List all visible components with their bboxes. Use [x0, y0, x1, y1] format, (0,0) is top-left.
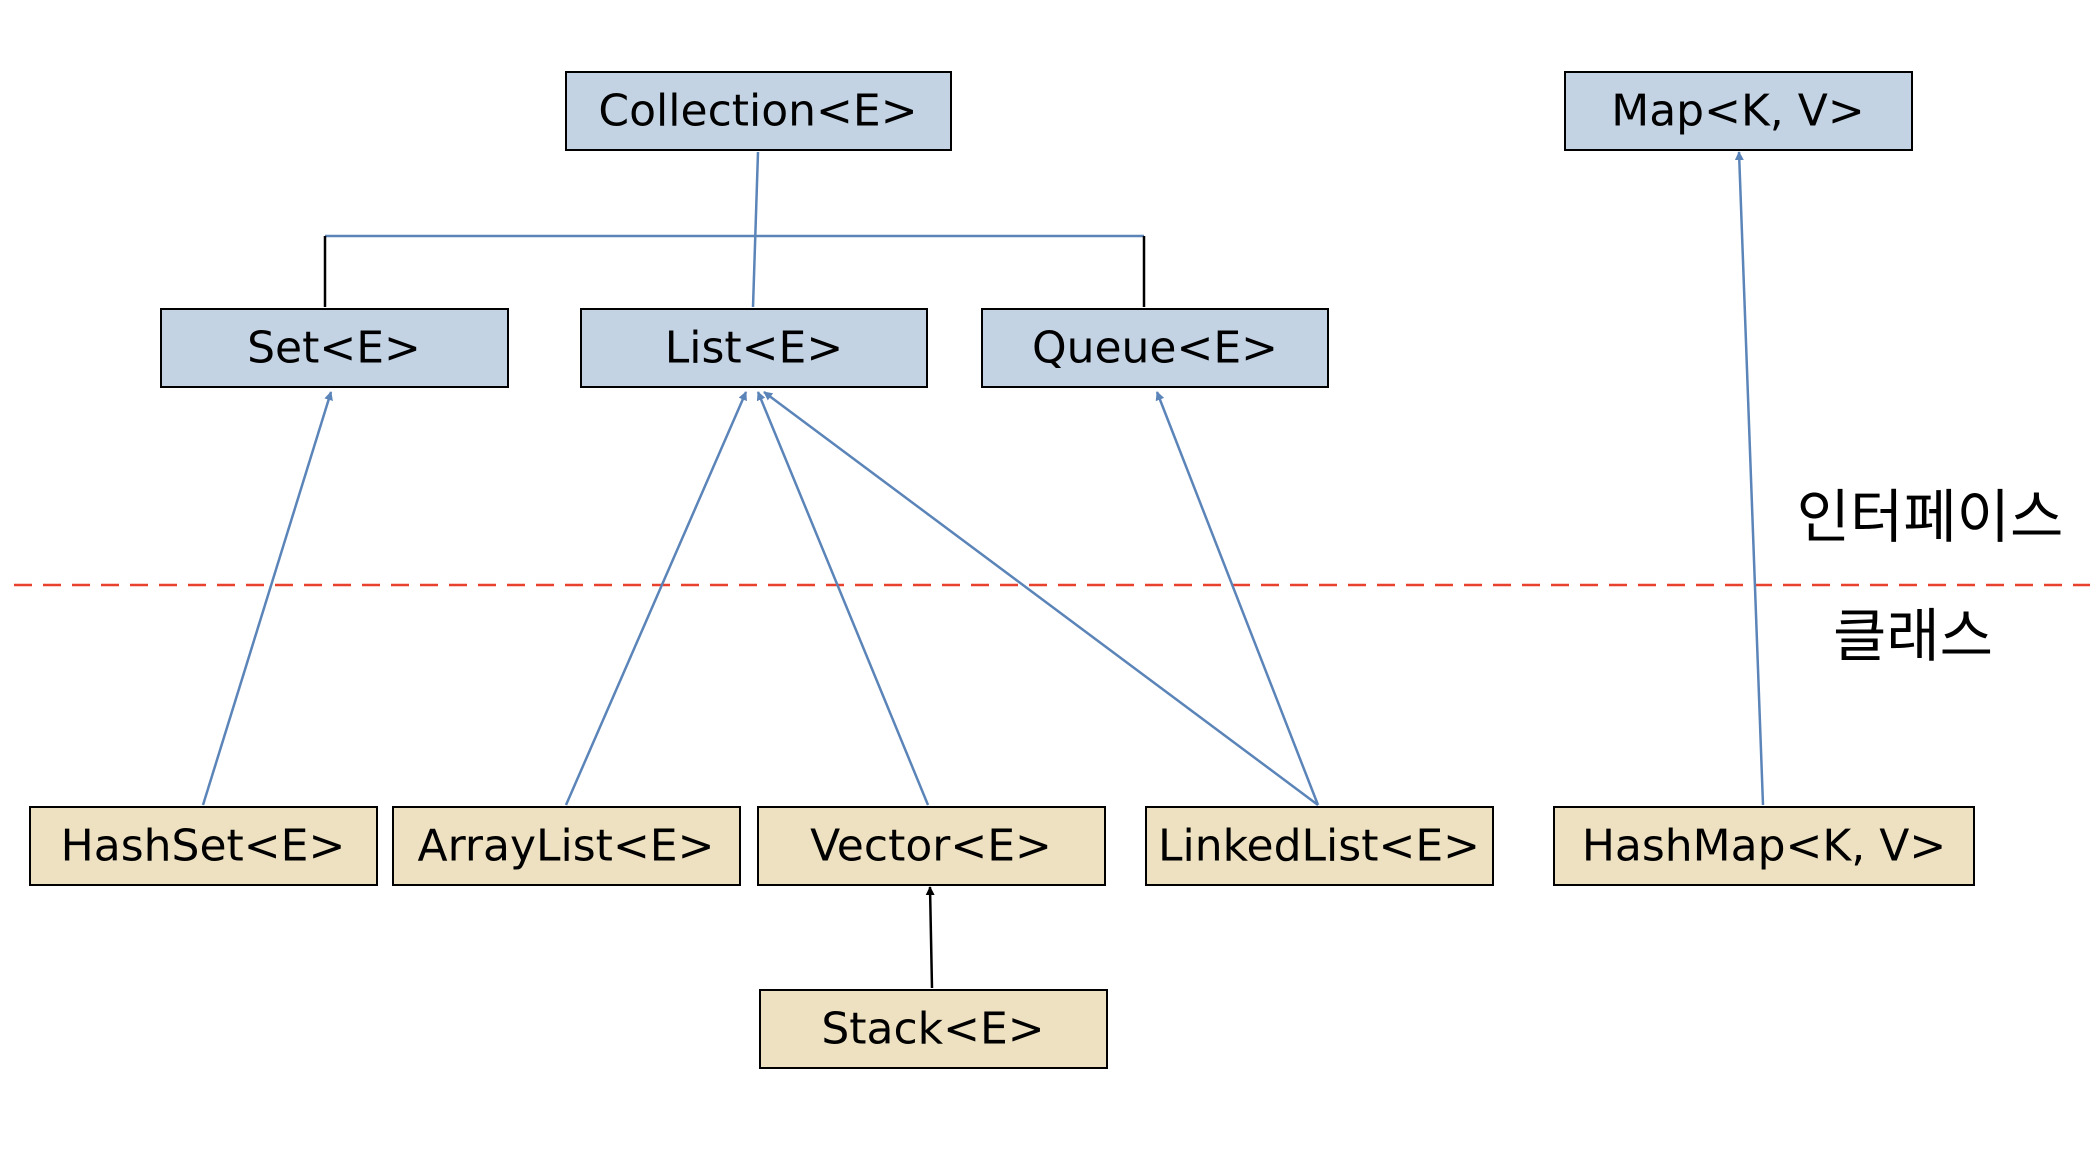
hashset-implements-set-arrow [201, 391, 333, 806]
collection-extension-connector [323, 151, 1146, 308]
stack-class-box: Stack<E> [759, 989, 1108, 1069]
stack-class-label: Stack<E> [821, 1004, 1044, 1055]
queue-interface-box: Queue<E> [981, 308, 1329, 388]
hashmap-implements-map-arrow [1734, 151, 1765, 806]
stack-extends-vector-arrow [925, 886, 935, 989]
list-interface-box: List<E> [580, 308, 928, 388]
arraylist-class-box: ArrayList<E> [392, 806, 741, 886]
vector-class-label: Vector<E> [810, 821, 1052, 872]
list-interface-label: List<E> [665, 323, 843, 374]
linkedlist-class-label: LinkedList<E> [1158, 821, 1480, 872]
hashmap-class-box: HashMap<K, V> [1553, 806, 1975, 886]
arraylist-class-label: ArrayList<E> [418, 821, 715, 872]
linkedlist-class-box: LinkedList<E> [1145, 806, 1494, 886]
map-interface-box: Map<K, V> [1564, 71, 1913, 151]
map-interface-label: Map<K, V> [1611, 86, 1865, 137]
linkedlist-implements-queue-arrow [1155, 391, 1320, 806]
queue-interface-label: Queue<E> [1032, 323, 1278, 374]
class-layer-label: 클래스 [1833, 602, 1993, 670]
arraylist-implements-list-arrow [564, 391, 748, 806]
vector-class-box: Vector<E> [757, 806, 1106, 886]
vector-implements-list-arrow [756, 391, 930, 806]
hashset-class-box: HashSet<E> [29, 806, 378, 886]
hashset-class-label: HashSet<E> [61, 821, 346, 872]
collection-interface-label: Collection<E> [598, 86, 917, 137]
set-interface-box: Set<E> [160, 308, 509, 388]
hashmap-class-label: HashMap<K, V> [1582, 821, 1946, 872]
set-interface-label: Set<E> [247, 323, 421, 374]
interface-layer-label: 인터페이스 [1797, 483, 2064, 551]
collection-interface-box: Collection<E> [565, 71, 952, 151]
linkedlist-implements-list-arrow [763, 390, 1319, 807]
